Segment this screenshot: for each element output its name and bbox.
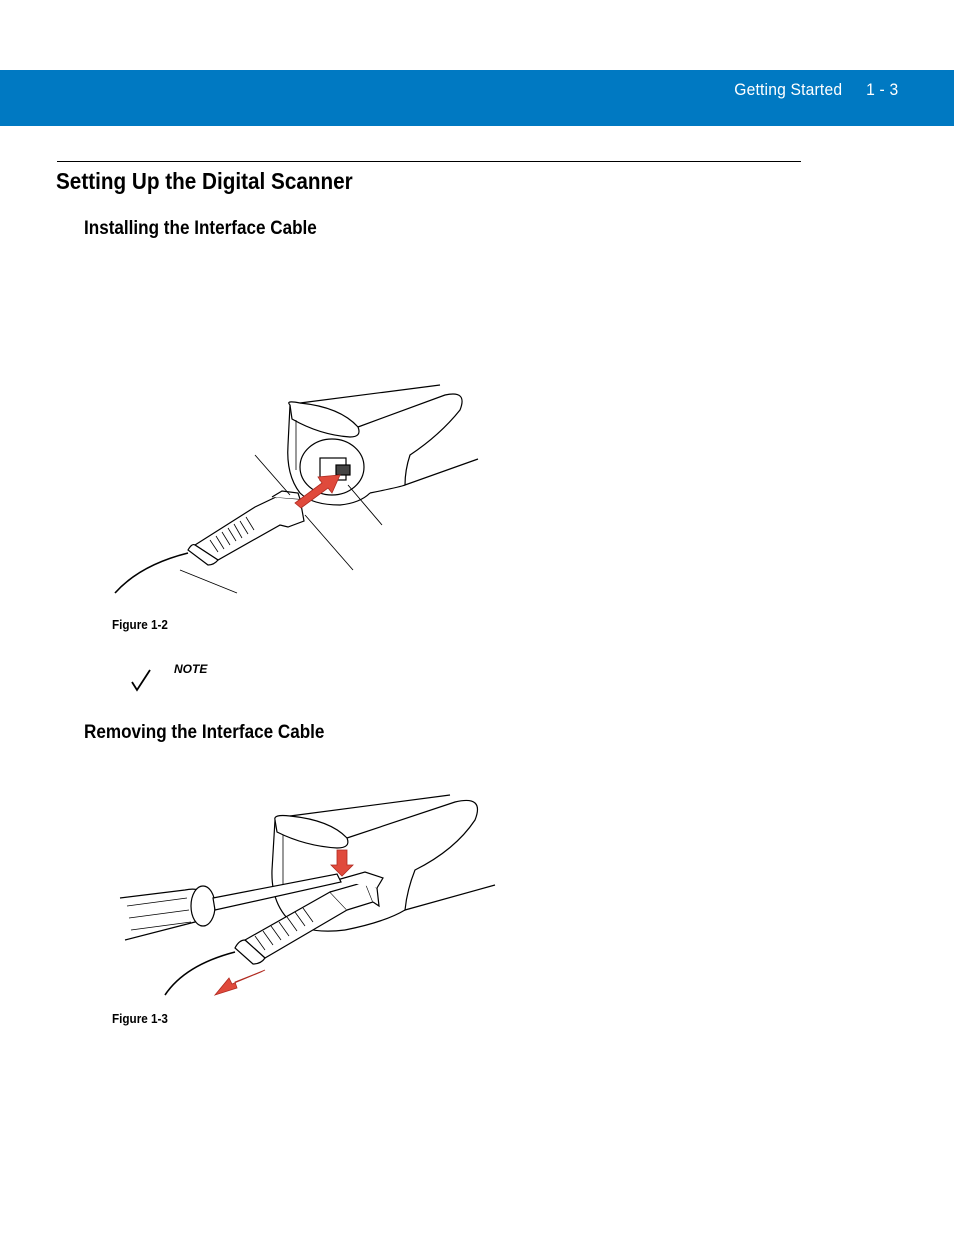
- running-header: Getting Started 1 - 3: [734, 80, 898, 100]
- page-title: Setting Up the Digital Scanner: [56, 168, 353, 194]
- section-heading-removing: Removing the Interface Cable: [84, 722, 325, 743]
- title-rule: [57, 161, 801, 162]
- figure-install-cable: [114, 384, 479, 594]
- figure-caption-1-3: Figure 1-3: [112, 1011, 168, 1026]
- section-heading-installing: Installing the Interface Cable: [84, 218, 317, 239]
- figure-caption-1-2: Figure 1-2: [112, 617, 168, 632]
- header-section-title: Getting Started: [733, 80, 842, 99]
- header-band: [0, 70, 954, 126]
- header-page-number: 1 - 3: [865, 80, 898, 99]
- checkmark-icon: [131, 669, 151, 692]
- note-label: NOTE: [174, 662, 208, 676]
- figure-remove-cable: [119, 794, 496, 996]
